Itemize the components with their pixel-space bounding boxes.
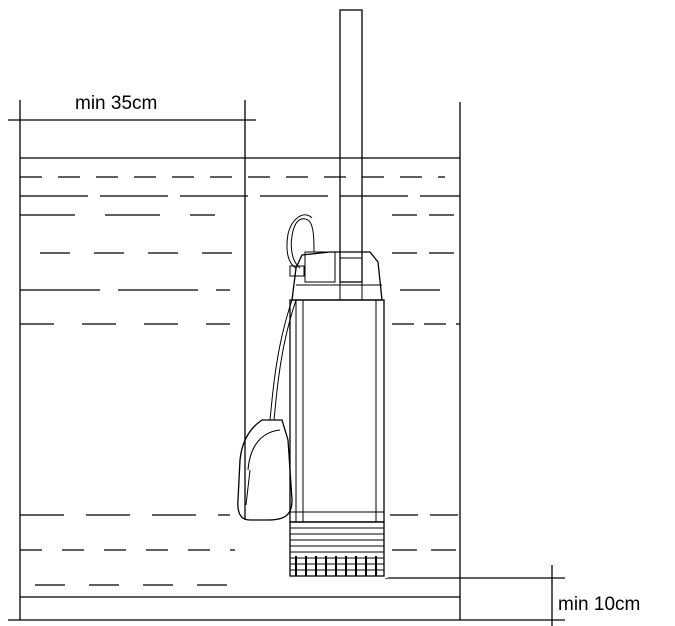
float-body [237, 419, 293, 521]
float-cable [290, 218, 315, 269]
float-cable [269, 299, 293, 421]
pump-head [289, 251, 383, 301]
float-cable [273, 299, 297, 421]
bottom-clearance-label: min 10cm [558, 594, 641, 615]
tank-walls [8, 100, 565, 621]
inlet-strainer [289, 521, 385, 577]
side-clearance-dimension [8, 100, 256, 520]
pump [288, 9, 388, 578]
side-clearance-label: min 35cm [75, 93, 158, 114]
float-switch [237, 214, 315, 521]
bottom-clearance-dimension [385, 565, 565, 626]
discharge-pipe [339, 9, 363, 283]
float-cable [286, 214, 313, 269]
water-level-dashes [20, 176, 460, 598]
